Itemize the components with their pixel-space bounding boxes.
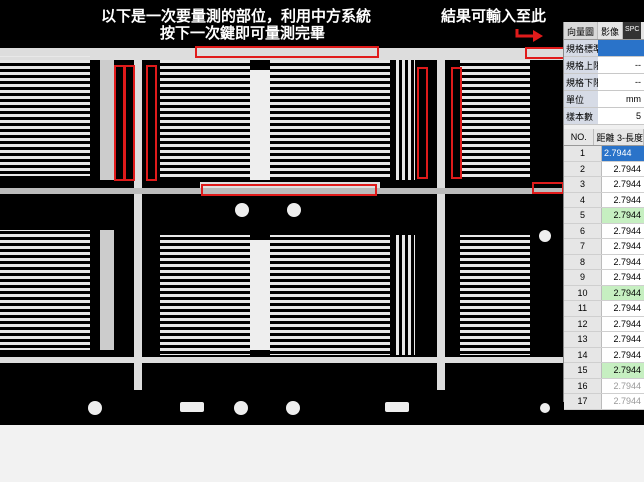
spec-value-field[interactable]: --	[598, 57, 644, 73]
table-row[interactable]: 3 2.7944	[564, 177, 644, 193]
row-number: 16	[564, 378, 602, 393]
tab-spc[interactable]: SPC	[623, 22, 642, 39]
measurement-value[interactable]: 2.7944	[613, 241, 641, 252]
measurement-value[interactable]: 2.7944	[613, 380, 641, 391]
highlight-left-3	[146, 65, 157, 181]
spec-value-field[interactable]: --	[598, 74, 644, 90]
spec-value-field[interactable]: mm	[598, 91, 644, 107]
row-number: 8	[564, 254, 602, 269]
measurement-value[interactable]: 2.7944	[613, 179, 641, 190]
spec-label: 規格上限	[564, 57, 602, 73]
table-row[interactable]: 13 2.7944	[564, 332, 644, 348]
panel-tabs: 向量圖 影像 SPC	[564, 22, 644, 40]
tooling-holes	[88, 203, 551, 415]
measurement-value[interactable]: 2.7944	[613, 318, 641, 329]
measurement-value[interactable]: 2.7944	[613, 303, 641, 314]
row-number: 14	[564, 347, 602, 362]
measurement-value[interactable]: 2.7944	[613, 396, 641, 407]
measurement-value[interactable]: 2.7944	[602, 363, 644, 378]
table-row[interactable]: 6 2.7944	[564, 223, 644, 239]
spec-value-field[interactable]	[598, 40, 644, 56]
row-number: 2	[564, 161, 602, 176]
right-arrow-icon	[515, 29, 543, 42]
caption-one-key: 按下一次鍵即可量測完畢	[160, 24, 326, 42]
measurement-value[interactable]: 2.7944	[613, 163, 641, 174]
measurement-value[interactable]: 2.7944	[613, 334, 641, 345]
highlight-right-1	[417, 67, 428, 179]
row-number: 15	[564, 363, 602, 378]
table-row[interactable]: 7 2.7944	[564, 239, 644, 255]
results-grid-header: NO. 距離 3-長度	[564, 129, 644, 146]
table-row[interactable]: 17 2.7944	[564, 394, 644, 410]
lead-frame-top	[0, 48, 644, 390]
spec-row: 規格下限--	[564, 74, 644, 91]
spec-row: 規格上限--	[564, 57, 644, 74]
table-row[interactable]: 2 2.7944	[564, 161, 644, 177]
table-row[interactable]: 11 2.7944	[564, 301, 644, 317]
row-number: 7	[564, 239, 602, 254]
measurement-highlights	[114, 46, 565, 196]
row-number: 4	[564, 192, 602, 207]
highlight-top-bar	[195, 46, 379, 58]
highlight-right-2	[451, 67, 462, 179]
measurement-value[interactable]: 2.7944	[602, 146, 644, 161]
row-number: 17	[564, 394, 602, 409]
spec-value-field[interactable]: 5	[598, 108, 644, 124]
spec-row: 規格標準	[564, 40, 644, 57]
table-row[interactable]: 16 2.7944	[564, 378, 644, 394]
row-number: 13	[564, 332, 602, 347]
row-number: 9	[564, 270, 602, 285]
row-number: 10	[564, 285, 602, 300]
measurement-value[interactable]: 2.7944	[613, 225, 641, 236]
table-row[interactable]: 4 2.7944	[564, 192, 644, 208]
spec-label: 樣本數	[564, 108, 598, 124]
table-row[interactable]: 9 2.7944	[564, 270, 644, 286]
row-number: 3	[564, 177, 602, 192]
measurement-value[interactable]: 2.7944	[613, 256, 641, 267]
row-number: 5	[564, 208, 602, 223]
grid-header-distance[interactable]: 距離 3-長度	[594, 129, 644, 145]
measurement-value[interactable]: 2.7944	[613, 349, 641, 360]
measurement-value[interactable]: 2.7944	[602, 208, 644, 223]
tab-vector-view[interactable]: 向量圖	[564, 22, 599, 39]
row-number: 6	[564, 223, 602, 238]
spec-label: 規格標準	[564, 40, 602, 56]
row-number: 1	[564, 146, 602, 161]
spec-label: 單位	[564, 91, 598, 107]
caption-measure-parts: 以下是一次要量測的部位，利用中方系統	[101, 7, 372, 25]
table-row[interactable]: 12 2.7944	[564, 316, 644, 332]
lead-frame-bottom	[0, 230, 644, 363]
measurement-value[interactable]: 2.7944	[602, 285, 644, 300]
row-number: 12	[564, 316, 602, 331]
caption-result-output: 結果可輸入至此	[441, 7, 547, 25]
grid-header-no[interactable]: NO.	[564, 129, 595, 145]
highlight-left-2	[124, 65, 135, 181]
tab-image[interactable]: 影像	[598, 22, 624, 39]
floor-area	[0, 425, 644, 482]
measurement-value[interactable]: 2.7944	[613, 272, 641, 283]
row-number: 11	[564, 301, 602, 316]
measurement-value[interactable]: 2.7944	[613, 194, 641, 205]
table-row[interactable]: 8 2.7944	[564, 254, 644, 270]
highlight-bottom-bar	[201, 184, 377, 196]
table-row[interactable]: 14 2.7944	[564, 347, 644, 363]
spec-label: 規格下限	[564, 74, 602, 90]
